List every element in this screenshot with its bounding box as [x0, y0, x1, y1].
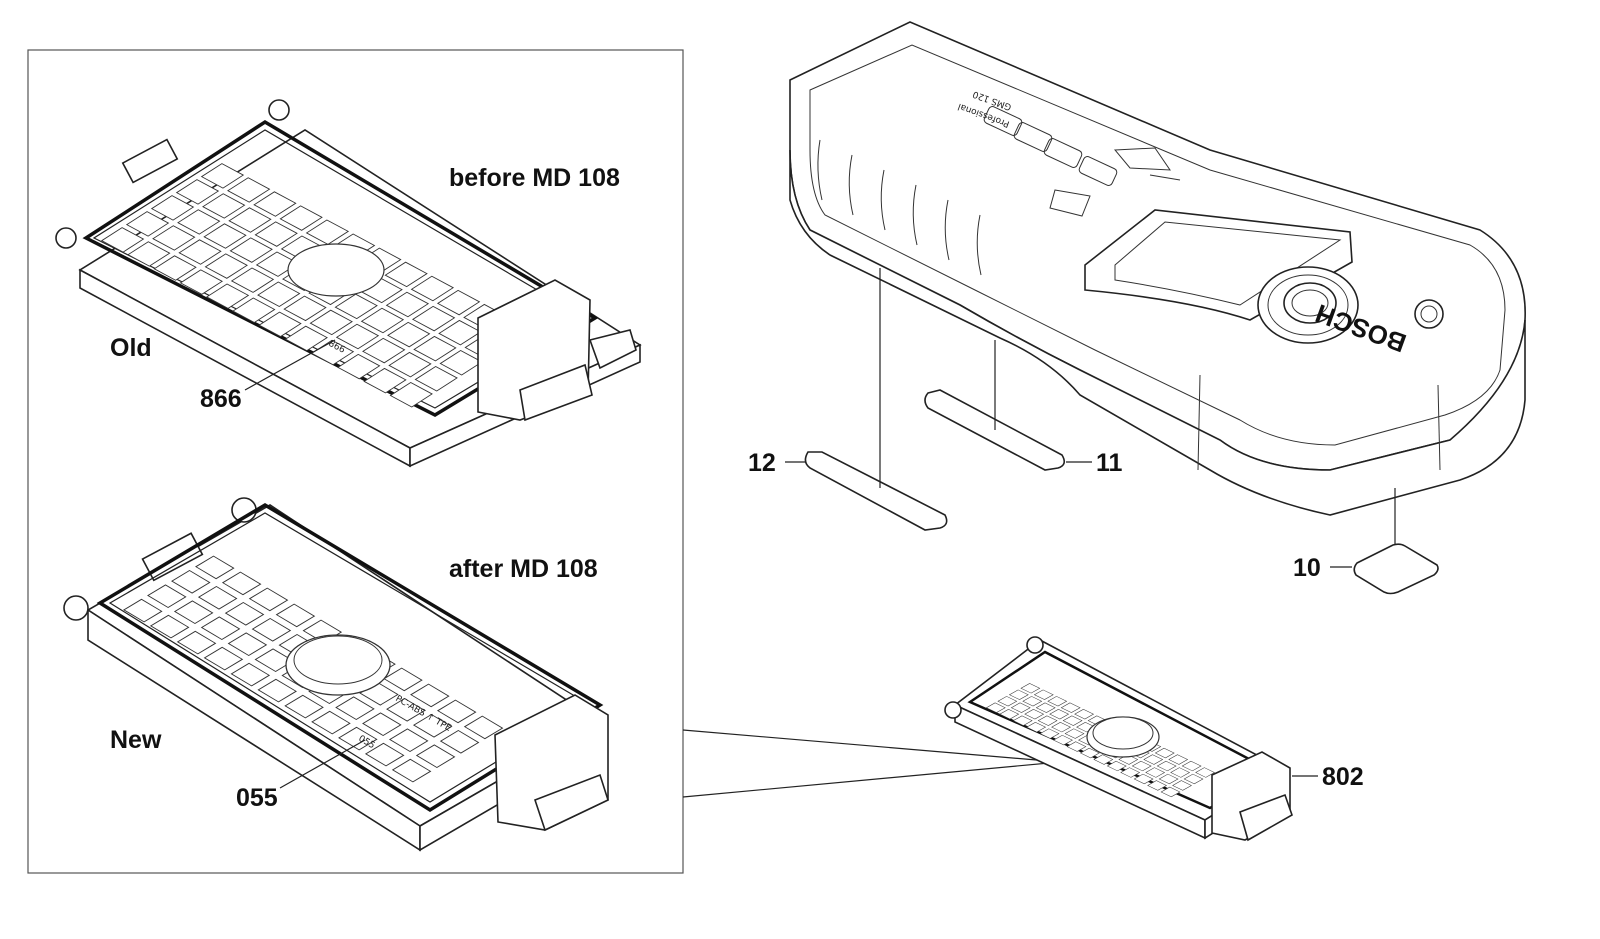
part-802-battery-cover: [944, 636, 1318, 842]
old-cover-grid: [100, 163, 533, 408]
part-12-pad: [785, 268, 948, 531]
inset-frame: [27, 49, 684, 874]
old-part-number: 866: [200, 385, 242, 413]
device-keypad: [983, 106, 1181, 217]
part-10-label: 10: [1293, 554, 1321, 582]
old-side-label: Old: [110, 334, 152, 362]
new-battery-cover: PC-ABS ↑ TPE 055: [63, 497, 609, 852]
part-12-label: 12: [748, 449, 776, 477]
inset-connector-lines: [682, 729, 1061, 798]
bosch-logo-icon: [1414, 299, 1444, 329]
part-10-pad: [1330, 488, 1439, 595]
part-802-label: 802: [1322, 763, 1364, 791]
new-part-number: 055: [236, 784, 278, 812]
part-11-label: 11: [1096, 449, 1123, 477]
new-side-label: New: [110, 726, 162, 754]
device-ring-button: [1257, 266, 1359, 344]
old-battery-cover: 866: [55, 99, 642, 468]
device-housing: BOSCH GMS 120 Professional: [789, 21, 1526, 516]
old-cover-caption: before MD 108: [449, 164, 620, 192]
new-part-leader: [279, 739, 366, 789]
new-cover-caption: after MD 108: [449, 555, 598, 583]
part-11-pad: [924, 340, 1092, 471]
old-part-leader: [244, 339, 336, 391]
